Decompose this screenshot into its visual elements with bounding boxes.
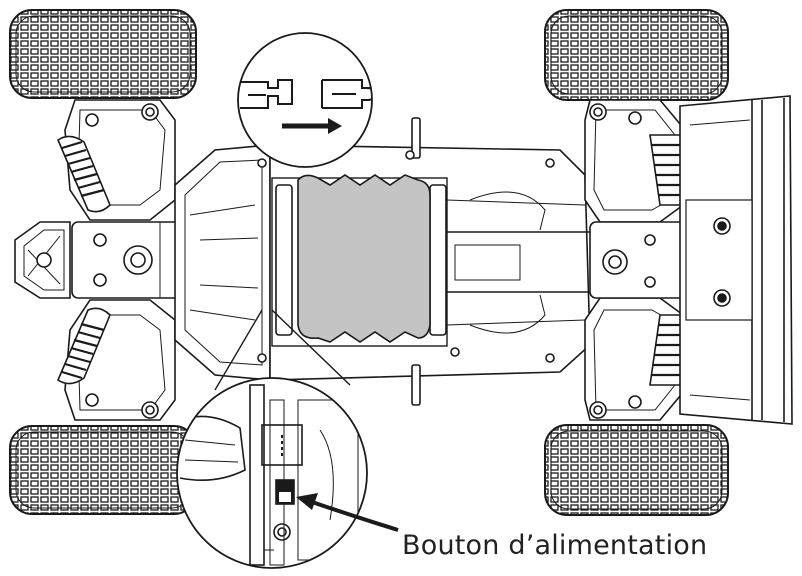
shock-absorber-rear-left-icon [57,307,111,385]
arrow-right-icon [282,118,342,134]
switch-off-symbol-icon [240,79,293,109]
callout-pointer-arrow-icon [296,493,399,532]
switch-detail-magnifier [237,32,373,168]
left-suspension [14,99,183,421]
power-switch-icon [275,479,295,505]
wheel-rear-right-icon [544,424,729,516]
power-button-label: Bouton d’alimentation [402,530,708,561]
wheel-rear-left-icon [9,425,197,515]
power-switch-detail-magnifier [176,309,368,569]
wheel-front-left-icon [9,9,197,99]
shock-absorber-front-left-icon [57,135,111,213]
wheel-front-right-icon [544,9,729,101]
battery-icon [297,174,431,343]
rear-wing-icon [679,95,793,425]
switch-on-symbol-icon [321,79,372,109]
